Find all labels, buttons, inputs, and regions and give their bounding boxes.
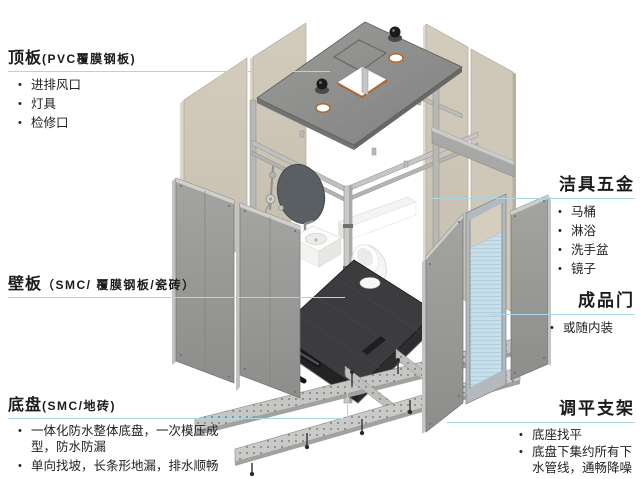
panel-top-edge <box>426 214 463 260</box>
label-subtitle: (SMC/地砖) <box>42 399 117 413</box>
tray-texture <box>295 277 421 369</box>
roof-access-hatch <box>333 39 387 72</box>
label-base-panel: 底盘(SMC/地砖) 一体化防水整体底盘，一次模压成型，防水防漏单向找坡，长条形… <box>8 391 347 477</box>
panel-top-edge <box>511 195 548 215</box>
roof-vent-icon <box>388 26 402 42</box>
bullet-item: 灯具 <box>18 95 330 114</box>
bullet-item: 底座找平 <box>519 427 635 443</box>
roof-cutout-edge <box>336 79 388 98</box>
bullet-item: 镜子 <box>558 260 635 279</box>
glass-texture <box>470 232 502 388</box>
label-heading: 底盘(SMC/地砖) <box>8 391 347 419</box>
label-top-panel: 顶板(PVC覆膜钢板) 进排风口灯具检修口 <box>8 44 330 133</box>
label-heading: 壁板（SMC/ 覆膜钢板/瓷砖） <box>8 270 345 298</box>
label-title: 壁板 <box>8 276 43 293</box>
wall-clip <box>403 160 409 168</box>
label-fixtures: 洁具五金 马桶淋浴洗手盆镜子 <box>430 170 635 279</box>
toilet-drain-hole <box>359 277 381 289</box>
left-wall-panels <box>172 177 301 399</box>
label-title: 顶板 <box>8 50 43 67</box>
bullet-item: 一体化防水整体底盘，一次模压成型，防水防漏 <box>18 423 227 455</box>
bullet-list: 进排风口灯具检修口 <box>8 76 330 133</box>
label-wall-panel: 壁板（SMC/ 覆膜钢板/瓷砖） <box>8 270 345 298</box>
cistern-shelf <box>337 196 417 242</box>
rail-perforations <box>345 366 394 414</box>
bullet-item: 单向找坡，长条形地漏，排水顺畅 <box>18 458 227 474</box>
label-heading: 顶板(PVC覆膜钢板) <box>8 44 330 72</box>
roof-thickness <box>354 67 462 150</box>
leveling-bolts <box>249 400 413 477</box>
label-title: 洁具五金 <box>559 175 635 194</box>
door-frame-stiles <box>469 203 503 388</box>
label-title: 调平支架 <box>559 399 635 418</box>
bullet-item: 洗手盆 <box>558 241 635 260</box>
bullet-list: 一体化防水整体底盘，一次模压成型，防水防漏单向找坡，长条形地漏，排水顺畅 <box>8 423 347 474</box>
tray-tab <box>362 336 386 355</box>
shower-set <box>264 165 284 220</box>
door-assembly <box>422 193 551 434</box>
label-subtitle: （SMC/ 覆膜钢板/瓷砖） <box>42 278 196 292</box>
label-door: 成品门 或随内装 <box>490 286 635 337</box>
label-leveling: 调平支架 底座找平底盘下集约所有下水管线，通畅降噪 <box>447 394 635 477</box>
beam-highlight <box>432 127 514 165</box>
panel-screws <box>429 200 545 425</box>
bullet-list: 或随内装 <box>490 319 635 337</box>
post-through-cutout <box>361 67 369 96</box>
faucet <box>303 220 314 233</box>
door-transom <box>470 203 502 248</box>
bullet-list: 马桶淋浴洗手盆镜子 <box>430 203 635 279</box>
sink-drain <box>314 238 318 242</box>
panel-edge <box>422 259 426 434</box>
label-title: 成品门 <box>578 291 635 310</box>
panel-screws <box>180 185 296 393</box>
roof-duct-hole <box>388 53 404 63</box>
wall-clip <box>371 147 377 156</box>
panel-top-edge <box>240 203 300 230</box>
label-heading: 调平支架 <box>447 394 635 423</box>
base-panel-leader-line <box>347 385 348 417</box>
shower-valve <box>269 171 276 179</box>
door-side-panel <box>425 213 464 433</box>
label-heading: 洁具五金 <box>430 170 635 199</box>
label-title: 底盘 <box>8 397 43 414</box>
bullet-item: 淋浴 <box>558 222 635 241</box>
tray-rim-highlight <box>275 326 437 404</box>
bullet-item: 底盘下集约所有下水管线，通畅降噪 <box>519 444 635 476</box>
bullet-item: 检修口 <box>18 114 330 133</box>
bullet-item: 进排风口 <box>18 76 330 95</box>
panel-edge <box>172 178 176 365</box>
bullet-item: 或随内装 <box>550 319 635 337</box>
label-heading: 成品门 <box>490 286 635 315</box>
label-subtitle: (PVC覆膜钢板) <box>42 52 137 66</box>
bullet-list: 底座找平底盘下集约所有下水管线，通畅降噪 <box>447 427 635 476</box>
bullet-item: 马桶 <box>558 203 635 222</box>
